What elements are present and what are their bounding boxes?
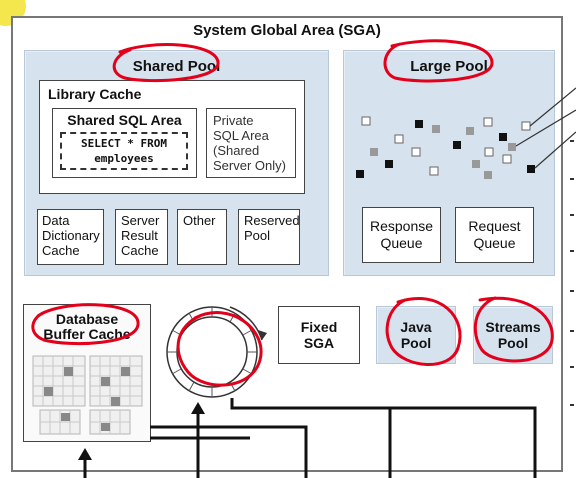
reserved-pool: Reserved Pool	[238, 209, 300, 265]
library-cache-title: Library Cache	[48, 86, 142, 102]
shared-pool-title: Shared Pool	[132, 58, 221, 75]
private-sql-area: Private SQL Area (Shared Server Only)	[206, 108, 296, 178]
large-pool-title: Large Pool	[410, 58, 488, 75]
right-edge-ticks	[570, 140, 574, 406]
shared-sql-area	[52, 108, 197, 178]
data-dictionary-cache: Data Dictionary Cache	[37, 209, 104, 265]
sql-line-2: employees	[94, 152, 154, 165]
streams-pool: Streams Pool	[473, 306, 553, 364]
fixed-sga: Fixed SGA	[278, 306, 360, 364]
sql-line-1: SELECT * FROM	[80, 137, 168, 150]
java-pool: Java Pool	[376, 306, 456, 364]
shared-sql-area-title: Shared SQL Area	[67, 112, 182, 128]
server-result-cache: Server Result Cache	[115, 209, 168, 265]
database-buffer-cache-label: Database Buffer Cache	[43, 311, 131, 342]
other-memory: Other	[177, 209, 227, 265]
sga-title: System Global Area (SGA)	[193, 22, 381, 39]
redo-log-buffer-label: Redo Log Buffer	[191, 327, 233, 373]
request-queue: Request Queue	[455, 207, 534, 263]
sql-statement: SELECT * FROM employees	[60, 132, 188, 170]
response-queue: Response Queue	[362, 207, 441, 263]
